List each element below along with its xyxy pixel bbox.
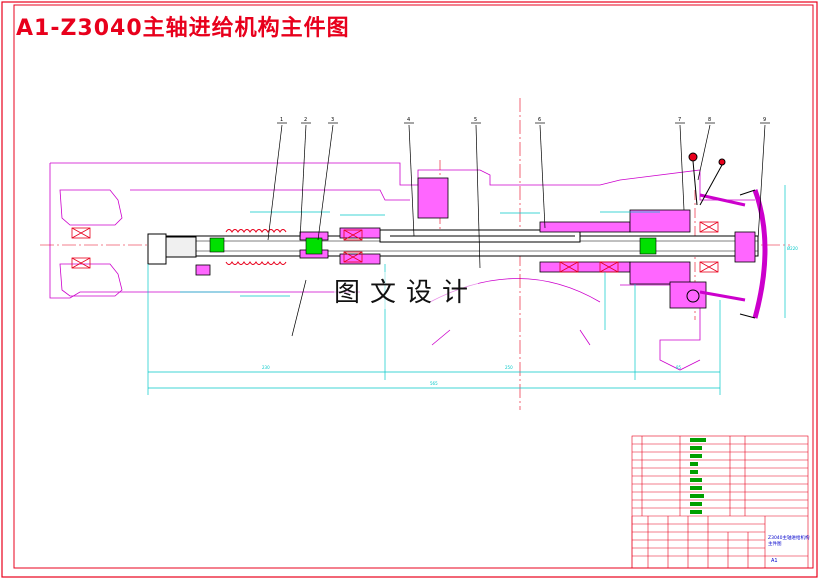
leader-label: 4 xyxy=(407,117,410,123)
dimension-lines xyxy=(147,185,786,395)
leader-label: 9 xyxy=(763,117,766,123)
leader-label: 3 xyxy=(331,117,334,123)
sectioned-parts xyxy=(195,177,756,309)
bom-entries xyxy=(690,438,706,514)
dim-text: 85 xyxy=(676,365,682,370)
leader-lines xyxy=(267,122,770,337)
watermark-text: 图文设计 xyxy=(334,272,479,309)
leader-label: 2 xyxy=(304,117,307,123)
drawing-title: A1-Z3040主轴进给机构主件图 xyxy=(16,16,350,41)
leader-label: 1 xyxy=(280,117,283,123)
leader-label: 6 xyxy=(538,117,541,123)
dim-text: Ø220 xyxy=(787,246,798,251)
leader-labels: 1 2 3 4 5 6 7 8 9 xyxy=(280,117,766,123)
spindle-shaft xyxy=(147,229,759,265)
dim-text: 565 xyxy=(430,381,438,386)
leader-label: 8 xyxy=(708,117,711,123)
sheet-size-label: A1 xyxy=(771,558,778,564)
dimension-texts: 230 250 85 565 Ø220 xyxy=(262,246,798,386)
spring xyxy=(225,229,287,265)
leader-label: 5 xyxy=(474,117,477,123)
title-block-name: Z3040主轴进给机构主件图 xyxy=(768,536,810,547)
dim-text: 250 xyxy=(505,365,513,370)
title-block xyxy=(631,435,809,569)
handwheel xyxy=(686,152,768,319)
dim-text: 230 xyxy=(262,365,270,370)
leader-label: 7 xyxy=(678,117,681,123)
inner-border xyxy=(13,4,814,569)
bearings xyxy=(71,221,719,273)
gear-section xyxy=(209,237,657,255)
